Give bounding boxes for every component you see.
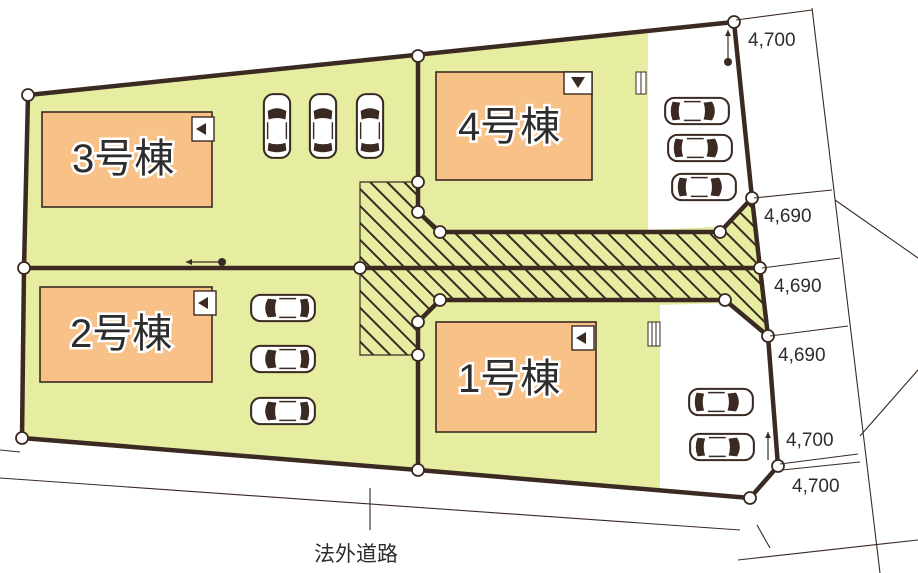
gauge-arrow-icon (765, 432, 771, 460)
door-arrow-icon (571, 325, 595, 351)
car-icon (663, 96, 731, 126)
house-1-label: 1号棟 (458, 357, 560, 401)
car-icon (687, 387, 755, 417)
car-icon (249, 396, 317, 426)
house-3-block (41, 111, 213, 208)
door-arrow-icon (191, 116, 215, 142)
car-icon (262, 93, 292, 159)
house-4-label: 4号棟 (458, 105, 560, 149)
car-icon (308, 93, 338, 159)
door-arrow-icon (193, 290, 217, 316)
road-label: 法外道路 (314, 543, 398, 566)
car-icon (670, 172, 738, 202)
house-3-label: 3号棟 (72, 137, 174, 181)
car-icon (666, 133, 734, 163)
dimension-label: 4,700 (792, 476, 840, 497)
house-2-block (39, 286, 213, 383)
car-icon (249, 293, 317, 323)
dimension-label: 4,690 (764, 206, 812, 227)
car-icon (688, 432, 756, 462)
dimension-label: 4,700 (786, 430, 834, 451)
surrounding-lines (0, 7, 918, 573)
house-2-label: 2号棟 (70, 312, 172, 356)
dimension-label: 4,690 (774, 276, 822, 297)
door-arrow-icon (563, 71, 593, 95)
meter-icon (635, 71, 647, 95)
dimension-label: 4,700 (748, 30, 796, 51)
dimension-label: 4,690 (778, 345, 826, 366)
gauge-arrow-icon (724, 30, 732, 66)
car-icon (249, 344, 317, 374)
gauge-arrow-icon (186, 258, 226, 266)
dimension-lines (735, 9, 861, 471)
house-1-block (435, 321, 597, 433)
meter-icon (647, 321, 661, 347)
car-icon (355, 93, 385, 159)
